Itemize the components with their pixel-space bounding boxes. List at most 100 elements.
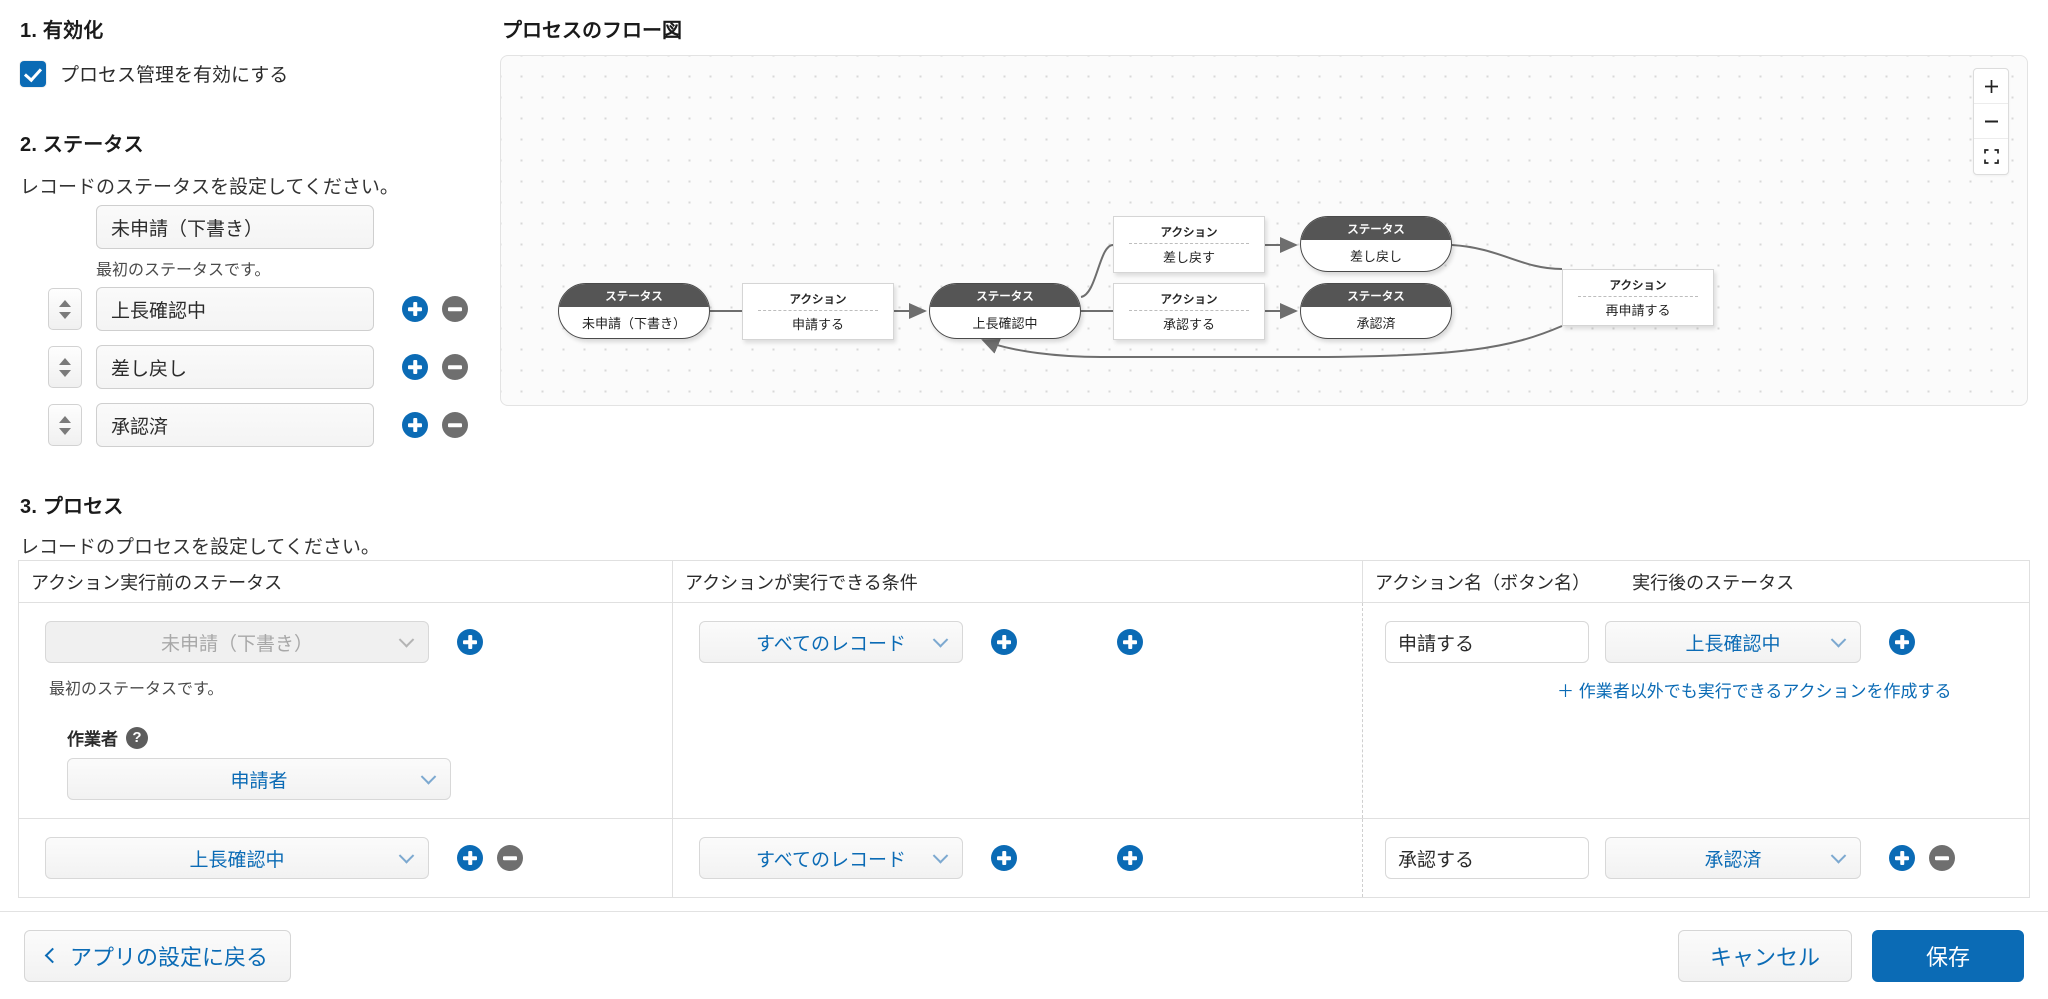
cell-condition: すべてのレコード: [673, 819, 1363, 897]
add-condition-button[interactable]: [991, 845, 1017, 871]
flow-node-kind-label: アクション: [1609, 279, 1667, 292]
section-heading-status: 2. ステータス: [20, 134, 144, 156]
after-status-select[interactable]: 上長確認中: [1605, 621, 1861, 663]
divider: [758, 309, 878, 311]
settings-left-column: 1. 有効化 プロセス管理を有効にする 2. ステータス レコードのステータスを…: [0, 0, 500, 560]
cell-condition: すべてのレコード: [673, 603, 1363, 818]
flow-edges: [710, 237, 1563, 358]
add-action-button[interactable]: [1117, 629, 1143, 655]
add-process-row-button[interactable]: [457, 629, 483, 655]
worker-select-wrap: 申請者: [67, 758, 672, 800]
zoom-in-icon[interactable]: [1974, 69, 2008, 104]
worker-label-row: 作業者 ?: [67, 725, 672, 750]
remove-status-button[interactable]: [442, 412, 468, 438]
remove-process-row-button[interactable]: [497, 845, 523, 871]
flow-zoom-controls: [1973, 68, 2009, 175]
save-button[interactable]: 保存: [1872, 929, 2024, 982]
zoom-out-icon[interactable]: [1974, 104, 2008, 139]
chevron-down-icon: [398, 848, 415, 864]
flow-diagram-title: プロセスのフロー図: [502, 20, 682, 42]
flow-node-kind-label: ステータス: [1301, 284, 1451, 307]
divider: [1129, 242, 1249, 244]
flow-node-text: 申請する: [791, 316, 844, 332]
arrow-up-icon: [59, 299, 71, 307]
action-name-input[interactable]: [1385, 621, 1589, 663]
remove-status-button[interactable]: [442, 354, 468, 380]
column-header-group: アクション名（ボタン名） 実行後のステータス: [1363, 561, 2029, 602]
after-status-select[interactable]: 承認済: [1605, 837, 1861, 879]
flow-node-action[interactable]: アクション 再申請する: [1562, 269, 1714, 326]
process-table-row: 上長確認中 すべてのレコード: [19, 819, 2029, 898]
column-header-after-status: 実行後のステータス: [1632, 572, 1795, 593]
reorder-stepper-icon[interactable]: [48, 288, 82, 330]
worker-label: 作業者: [67, 730, 118, 749]
after-status-value: 承認済: [1704, 849, 1762, 871]
process-table-row: 未申請（下書き） 最初のステータスです。 作業者 ? 申請者: [19, 603, 2029, 819]
process-section-description: レコードのプロセスを設定してください。: [20, 537, 380, 558]
flow-node-text: 未申請（下書き）: [581, 316, 686, 331]
cancel-button[interactable]: キャンセル: [1678, 929, 1852, 982]
arrow-up-icon: [59, 357, 71, 365]
reorder-stepper-icon[interactable]: [48, 346, 82, 388]
add-action-row-button[interactable]: [1889, 845, 1915, 871]
flow-node-action[interactable]: アクション 承認する: [1113, 283, 1265, 340]
flow-node-status[interactable]: ステータス 承認済: [1300, 283, 1452, 339]
add-status-button[interactable]: [402, 296, 428, 322]
chevron-down-icon: [398, 632, 415, 648]
add-process-row-button[interactable]: [457, 845, 483, 871]
condition-select[interactable]: すべてのレコード: [699, 837, 963, 879]
chevron-down-icon: [1830, 848, 1847, 864]
flow-node-action[interactable]: アクション 差し戻す: [1113, 216, 1265, 273]
worker-select[interactable]: 申請者: [67, 758, 451, 800]
before-status-value: 未申請（下書き）: [160, 633, 313, 655]
add-status-button[interactable]: [402, 412, 428, 438]
before-status-select[interactable]: 上長確認中: [45, 837, 429, 879]
cell-action: 承認済: [1363, 819, 2029, 897]
before-status-value: 上長確認中: [189, 849, 285, 871]
condition-select[interactable]: すべてのレコード: [699, 621, 963, 663]
flow-node-text: 差し戻す: [1162, 249, 1215, 265]
before-status-note: 最初のステータスです。: [49, 681, 224, 698]
flow-node-status[interactable]: ステータス 上長確認中: [929, 283, 1081, 339]
status-first-note: 最初のステータスです。: [96, 262, 271, 279]
status-input[interactable]: [96, 345, 374, 389]
enable-process-checkbox[interactable]: [20, 60, 46, 87]
help-icon[interactable]: ?: [126, 726, 148, 749]
status-input-first[interactable]: [96, 205, 374, 249]
reorder-stepper-icon[interactable]: [48, 404, 82, 446]
flow-node-text: 上長確認中: [972, 316, 1038, 331]
cell-before-status: 未申請（下書き） 最初のステータスです。 作業者 ? 申請者: [19, 603, 673, 818]
flow-diagram-panel: プロセスのフロー図: [500, 10, 2030, 406]
cell-before-status: 上長確認中: [19, 819, 673, 897]
chevron-down-icon: [932, 632, 949, 648]
flow-node-text: 承認済: [1356, 316, 1396, 331]
before-status-select: 未申請（下書き）: [45, 621, 429, 663]
flow-node-status[interactable]: ステータス 未申請（下書き）: [558, 283, 710, 339]
flow-diagram-canvas[interactable]: ステータス 未申請（下書き） アクション 申請する ステータス 上長確認中: [500, 55, 2028, 406]
status-input[interactable]: [96, 287, 374, 331]
status-row-first: 最初のステータスです。: [0, 205, 500, 280]
remove-status-button[interactable]: [442, 296, 468, 322]
create-non-worker-action-link[interactable]: ＋ 作業者以外でも実行できるアクションを作成する: [1557, 682, 1952, 701]
status-input[interactable]: [96, 403, 374, 447]
flow-node-status[interactable]: ステータス 差し戻し: [1300, 216, 1452, 272]
action-name-input[interactable]: [1385, 837, 1589, 879]
add-action-row-button[interactable]: [1889, 629, 1915, 655]
add-status-button[interactable]: [402, 354, 428, 380]
flow-node-action[interactable]: アクション 申請する: [742, 283, 894, 340]
flow-node-kind-label: ステータス: [559, 284, 709, 307]
enable-process-checkbox-label: プロセス管理を有効にする: [60, 65, 289, 86]
add-condition-button[interactable]: [991, 629, 1017, 655]
flow-node-kind-label: ステータス: [930, 284, 1080, 307]
arrow-down-icon: [59, 427, 71, 435]
remove-action-row-button[interactable]: [1929, 845, 1955, 871]
add-action-button[interactable]: [1117, 845, 1143, 871]
fit-screen-icon[interactable]: [1974, 139, 2008, 174]
enable-process-checkbox-row[interactable]: プロセス管理を有効にする: [20, 60, 288, 87]
status-row: [0, 396, 500, 454]
flow-node-kind-label: アクション: [1160, 226, 1218, 239]
chevron-left-icon: [44, 947, 61, 964]
divider: [1129, 309, 1249, 311]
back-to-app-settings-button[interactable]: アプリの設定に戻る: [24, 929, 292, 982]
